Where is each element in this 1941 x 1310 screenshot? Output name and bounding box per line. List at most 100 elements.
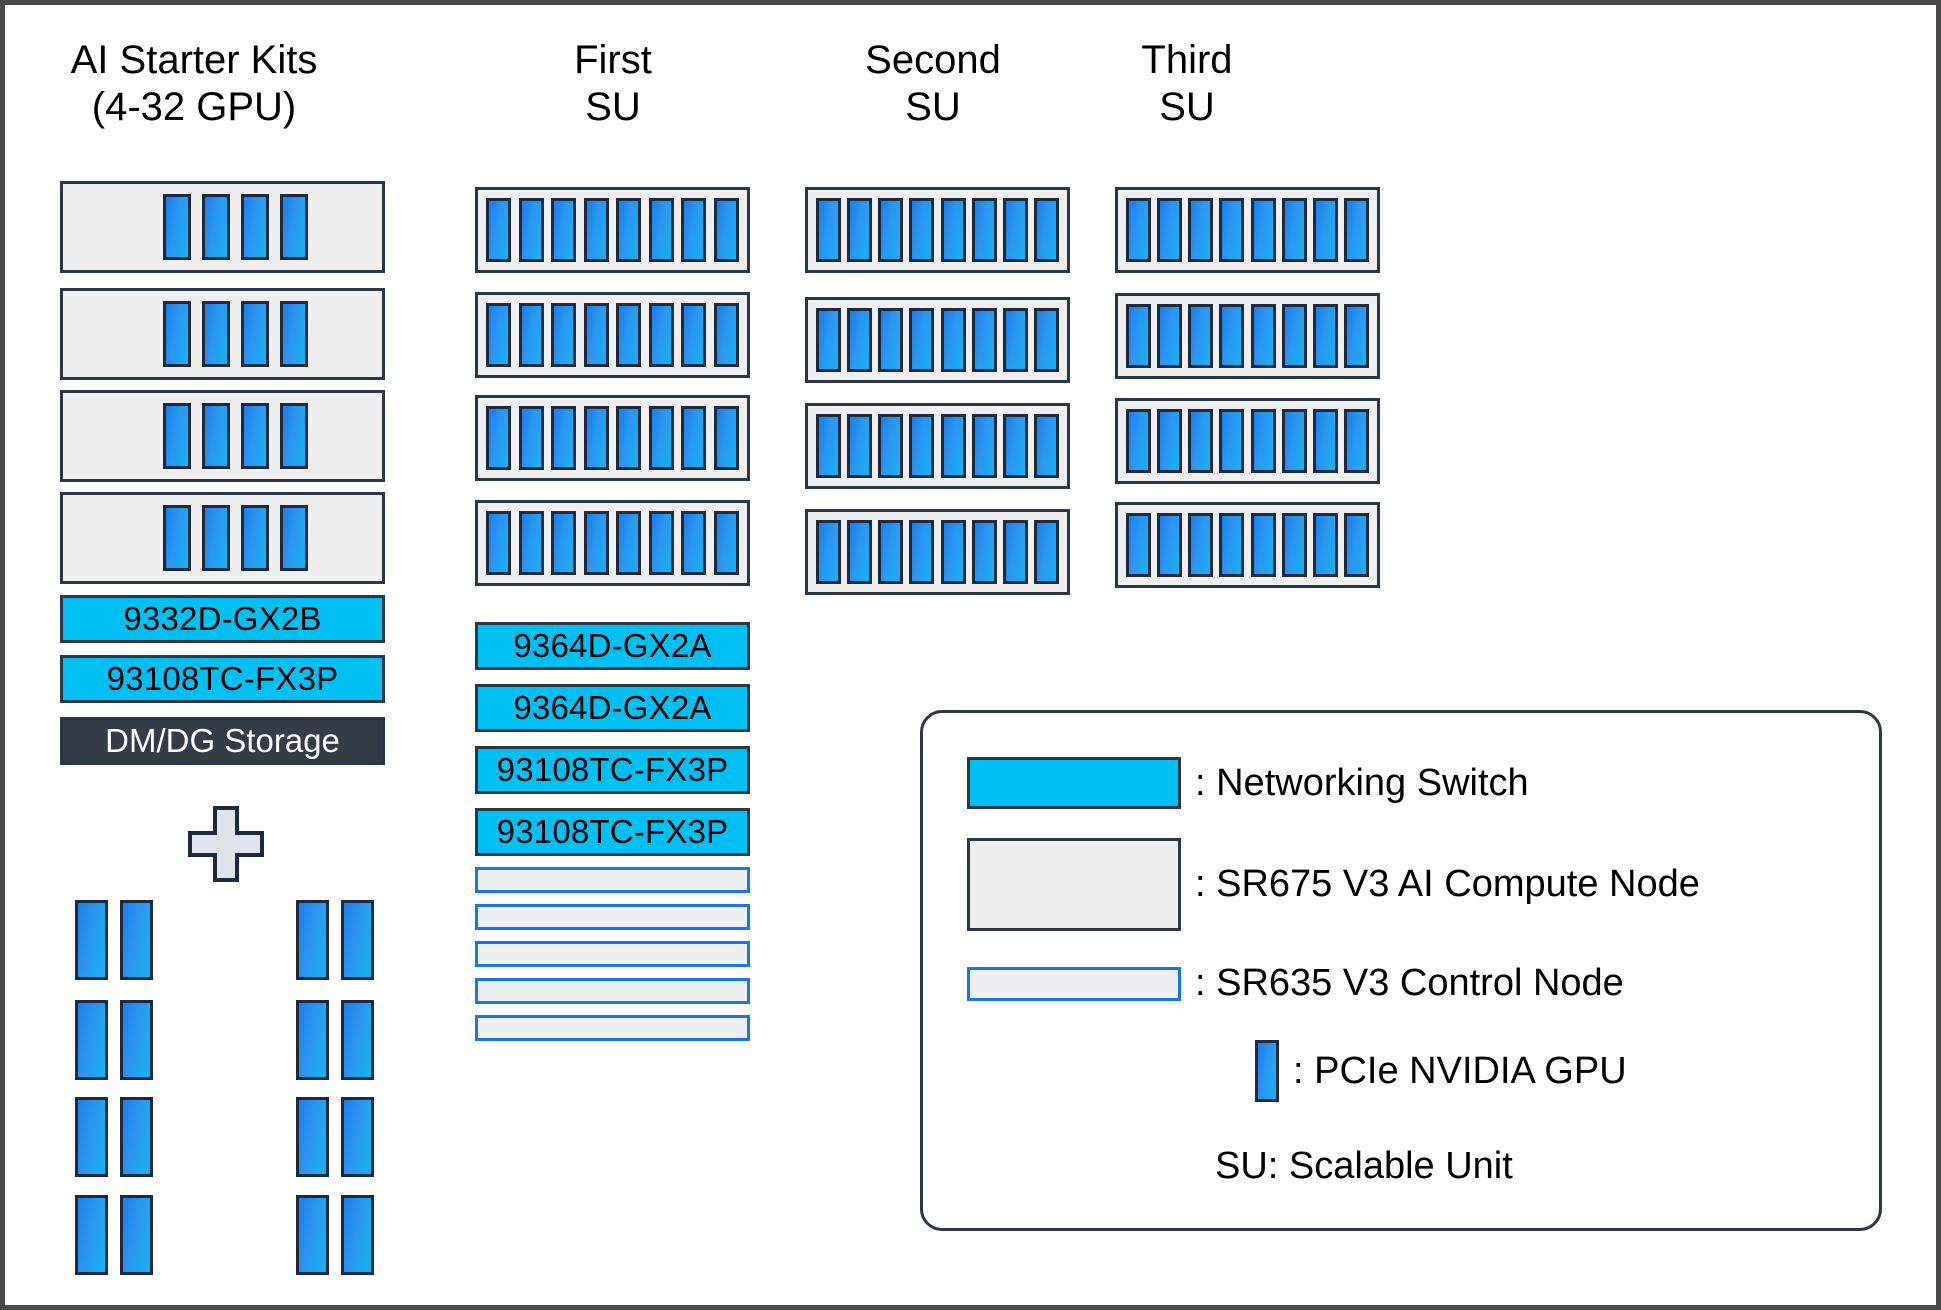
- gpu-icon: [241, 403, 269, 469]
- gpu-icon: [878, 414, 904, 478]
- su1-switch-9364d-gx2a-2[interactable]: 9364D-GX2A: [475, 684, 750, 732]
- gpu-icon: [909, 520, 935, 584]
- gpu-icon: [163, 194, 191, 260]
- su2-compute-node[interactable]: [805, 509, 1070, 595]
- gpu-icon: [1250, 198, 1276, 262]
- gpu-pair-cell: [75, 1097, 153, 1177]
- starter-kit-compute-node[interactable]: [60, 288, 385, 380]
- gpu-icon: [518, 406, 544, 470]
- gpu-icon: [681, 303, 707, 367]
- gpu-icon: [163, 301, 191, 367]
- su1-compute-node[interactable]: [475, 500, 750, 586]
- gpu-icon: [518, 198, 544, 262]
- legend-row-control-node: : SR635 V3 Control Node: [967, 962, 1624, 1005]
- su2-compute-node[interactable]: [805, 187, 1070, 273]
- starter-kit-compute-node[interactable]: [60, 390, 385, 482]
- control-node-swatch: [967, 966, 1181, 1001]
- gpu-icon: [1002, 520, 1028, 584]
- gpu-icon: [296, 1000, 329, 1080]
- gpu-icon: [551, 198, 577, 262]
- gpu-icon: [341, 1097, 374, 1177]
- gpu-icon: [202, 403, 230, 469]
- su3-compute-node[interactable]: [1115, 187, 1380, 273]
- su3-compute-node[interactable]: [1115, 398, 1380, 484]
- gpu-icon: [120, 900, 153, 980]
- gpu-icon: [940, 198, 966, 262]
- gpu-icon: [909, 414, 935, 478]
- su1-compute-node[interactable]: [475, 395, 750, 481]
- gpu-icon: [341, 1195, 374, 1275]
- gpu-icon: [1343, 513, 1369, 577]
- su1-switch-93108tc-fx3p-2[interactable]: 93108TC-FX3P: [475, 808, 750, 856]
- legend-row-gpu: : PCIe NVIDIA GPU: [1255, 1040, 1627, 1102]
- plus-icon: [187, 805, 265, 883]
- gpu-icon: [847, 414, 873, 478]
- gpu-icon: [648, 303, 674, 367]
- gpu-icon: [280, 403, 308, 469]
- su1-control-node[interactable]: [475, 867, 750, 893]
- gpu-group: [163, 505, 308, 571]
- starter-kit-switch-9332d-gx2b[interactable]: 9332D-GX2B: [60, 595, 385, 643]
- gpu-icon: [75, 900, 108, 980]
- su3-compute-node[interactable]: [1115, 502, 1380, 588]
- su1-control-node[interactable]: [475, 941, 750, 967]
- gpu-icon: [713, 303, 739, 367]
- gpu-group: [163, 301, 308, 367]
- starter-kit-storage[interactable]: DM/DG Storage: [60, 717, 385, 765]
- su1-switch-9364d-gx2a-1[interactable]: 9364D-GX2A: [475, 622, 750, 670]
- gpu-icon: [1281, 409, 1307, 473]
- su3-compute-node[interactable]: [1115, 293, 1380, 379]
- gpu-icon: [1250, 513, 1276, 577]
- gpu-icon: [120, 1000, 153, 1080]
- gpu-icon: [616, 198, 642, 262]
- su2-compute-node[interactable]: [805, 403, 1070, 489]
- gpu-pair-cell: [296, 1195, 374, 1275]
- gpu-icon: [202, 301, 230, 367]
- gpu-icon: [1126, 198, 1151, 262]
- gpu-pair-cell: [75, 1195, 153, 1275]
- gpu-icon: [1126, 304, 1151, 368]
- gpu-icon: [486, 198, 511, 262]
- gpu-icon: [1188, 304, 1214, 368]
- su1-control-node[interactable]: [475, 978, 750, 1004]
- gpu-icon: [1219, 409, 1245, 473]
- gpu-icon: [1312, 513, 1338, 577]
- su1-control-node[interactable]: [475, 1015, 750, 1041]
- gpu-icon: [616, 511, 642, 575]
- gpu-icon: [120, 1195, 153, 1275]
- gpu-swatch: [1255, 1040, 1279, 1102]
- gpu-icon: [847, 308, 873, 372]
- gpu-icon: [713, 198, 739, 262]
- gpu-icon: [616, 303, 642, 367]
- gpu-icon: [296, 1195, 329, 1275]
- gpu-icon: [1343, 198, 1369, 262]
- gpu-icon: [518, 303, 544, 367]
- gpu-icon: [583, 303, 609, 367]
- gpu-icon: [1219, 198, 1245, 262]
- su1-compute-node[interactable]: [475, 187, 750, 273]
- starter-kit-switch-93108tc-fx3p[interactable]: 93108TC-FX3P: [60, 655, 385, 703]
- legend-label: : Networking Switch: [1195, 761, 1529, 804]
- gpu-icon: [1343, 304, 1369, 368]
- gpu-icon: [583, 511, 609, 575]
- gpu-icon: [551, 303, 577, 367]
- gpu-icon: [1002, 414, 1028, 478]
- gpu-icon: [816, 414, 841, 478]
- gpu-icon: [940, 308, 966, 372]
- su2-compute-node[interactable]: [805, 297, 1070, 383]
- su1-compute-node[interactable]: [475, 292, 750, 378]
- su1-switch-93108tc-fx3p-1[interactable]: 93108TC-FX3P: [475, 746, 750, 794]
- su1-control-node[interactable]: [475, 904, 750, 930]
- gpu-icon: [971, 520, 997, 584]
- gpu-group: [163, 403, 308, 469]
- starter-kit-compute-node[interactable]: [60, 181, 385, 273]
- gpu-icon: [1157, 513, 1183, 577]
- gpu-icon: [648, 511, 674, 575]
- gpu-icon: [909, 198, 935, 262]
- gpu-icon: [971, 414, 997, 478]
- gpu-icon: [163, 403, 191, 469]
- starter-kit-compute-node[interactable]: [60, 492, 385, 584]
- gpu-icon: [816, 308, 841, 372]
- gpu-icon: [971, 198, 997, 262]
- gpu-icon: [713, 406, 739, 470]
